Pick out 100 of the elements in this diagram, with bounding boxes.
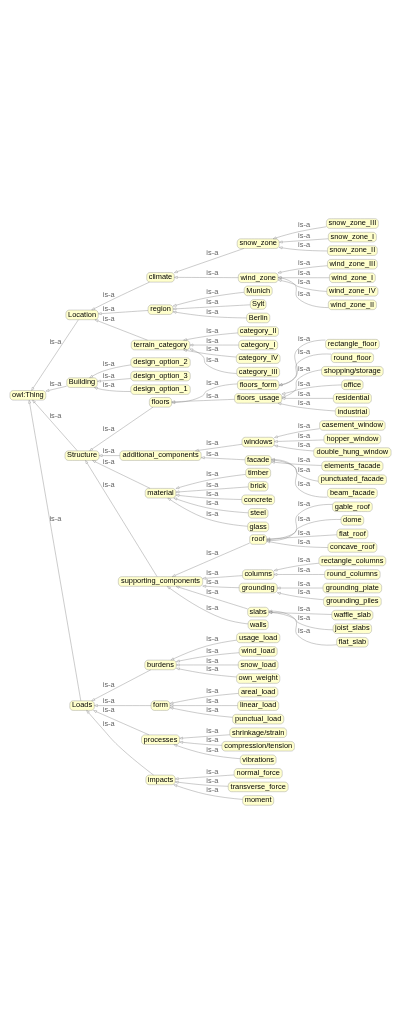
arrow (93, 710, 150, 736)
edge-label: is-a (102, 424, 115, 434)
edge-label: is-a (206, 488, 219, 498)
arrow (277, 265, 328, 274)
node-box: residential (333, 393, 372, 404)
node-box: beam_facade (327, 488, 378, 499)
node-box: floors_form (237, 379, 280, 390)
node-box: elements_facade (321, 461, 384, 472)
arrow (94, 704, 152, 707)
node-box: floors (149, 397, 172, 408)
node-box: windows (241, 437, 275, 448)
edge-label: is-a (206, 448, 219, 458)
edge-label: is-a (298, 231, 311, 241)
edge-label: is-a (206, 726, 219, 736)
node-box: concrete (241, 494, 275, 505)
arrow (169, 704, 238, 707)
edge-label: is-a (298, 587, 311, 597)
edge-label: is-a (298, 479, 311, 489)
arrow (173, 784, 243, 800)
edge-label: is-a (102, 303, 115, 313)
node-box: slabs (247, 607, 269, 618)
edge-label: is-a (298, 626, 311, 636)
node-box: category_I (238, 340, 278, 351)
node-box: Sylt (250, 299, 267, 310)
arrow (169, 693, 239, 705)
arrow (28, 399, 81, 701)
node-box: linear_load (237, 700, 279, 711)
edge-label: is-a (206, 390, 219, 400)
edge-label: is-a (206, 377, 219, 387)
node-box: waffle_slab (331, 610, 374, 621)
arrow (268, 611, 334, 630)
arrow (94, 319, 148, 341)
arrow (195, 444, 243, 452)
arrow (85, 460, 158, 577)
edge-label: is-a (102, 446, 115, 456)
edge-label: is-a (206, 344, 219, 354)
edge-label: is-a (298, 220, 311, 230)
edge-label: is-a (298, 363, 311, 373)
arrow (97, 378, 131, 383)
node-box: grounding (238, 583, 278, 594)
arrow (174, 780, 229, 787)
node-box: wind_zone_I (329, 272, 376, 283)
edge-label: is-a (206, 335, 219, 345)
node-box: wind_zone (238, 272, 279, 283)
node-box: wind_zone_II (328, 299, 377, 310)
edge-label: is-a (298, 498, 311, 508)
arrow (172, 310, 247, 319)
node-box: compression/tension (221, 741, 295, 752)
arrow (278, 339, 326, 387)
arrow (273, 573, 325, 576)
arrow (170, 639, 237, 661)
edge-label: is-a (206, 498, 219, 508)
edge-label: is-a (102, 679, 115, 689)
edge-label: is-a (206, 775, 219, 785)
edge-label: is-a (298, 536, 311, 546)
edge-label: is-a (206, 735, 219, 745)
edge-label: is-a (206, 664, 219, 674)
node-box: wind_load (238, 646, 278, 657)
node-box: category_III (236, 367, 280, 378)
node-box: form (150, 700, 171, 711)
node-box: timber (245, 468, 271, 479)
arrow (173, 744, 241, 759)
arrow (171, 399, 235, 404)
edge-label: is-a (298, 578, 311, 588)
node-box: rectangle_columns (318, 555, 387, 566)
edge-label: is-a (298, 464, 311, 474)
edge-label: is-a (102, 370, 115, 380)
arrow (281, 369, 322, 398)
node-box: concave_roof (327, 542, 378, 553)
arrow (175, 586, 248, 610)
edge-label: is-a (102, 358, 115, 368)
arrow (167, 586, 249, 625)
edge-label: is-a (206, 634, 219, 644)
arrow (171, 542, 250, 577)
edge-label: is-a (298, 397, 311, 407)
arrow (174, 248, 245, 273)
edge-label: is-a (206, 655, 219, 665)
edge-label: is-a (206, 509, 219, 519)
edge-label: is-a (206, 354, 219, 364)
arrow (277, 592, 324, 600)
edge-label: is-a (298, 604, 311, 614)
edge-label: is-a (206, 686, 219, 696)
node-box: dome (340, 515, 364, 526)
edge-label: is-a (49, 410, 62, 420)
node-box: usage_load (236, 632, 281, 643)
arrow (201, 456, 246, 460)
edge-label: is-a (298, 527, 311, 537)
arrow (277, 279, 327, 292)
arrow (167, 497, 248, 527)
node-box: Munich (244, 285, 273, 296)
edge-label: is-a (206, 784, 219, 794)
edge-label: is-a (102, 719, 115, 729)
edge-label: is-a (298, 565, 311, 575)
edge-label: is-a (206, 325, 219, 335)
edge-label: is-a (102, 313, 115, 323)
arrow (32, 399, 78, 451)
node-box: areal_load (238, 687, 279, 698)
node-box: design_option_2 (130, 357, 191, 368)
edge-label: is-a (298, 440, 311, 450)
edge-label: is-a (298, 347, 311, 357)
